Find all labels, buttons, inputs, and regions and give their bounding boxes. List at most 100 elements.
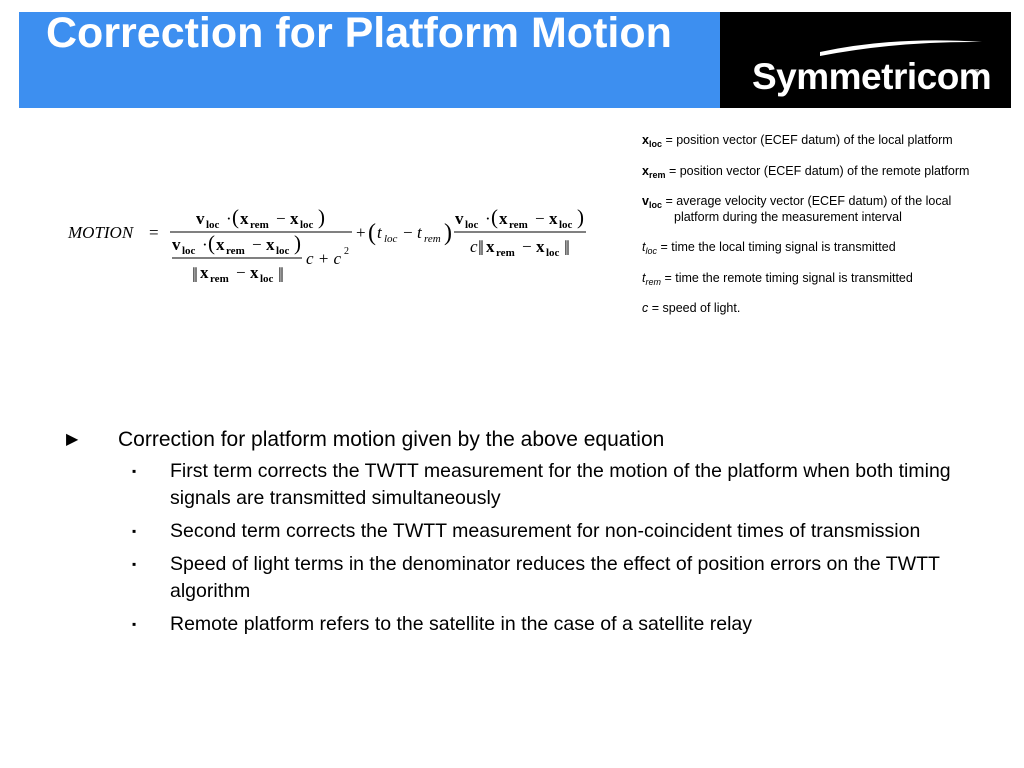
definition-item: xloc = position vector (ECEF datum) of t… — [642, 133, 972, 149]
eq-t: t — [417, 223, 423, 242]
definition-item: vloc = average velocity vector (ECEF dat… — [642, 194, 972, 225]
bullet-sub: ▪ Speed of light terms in the denominato… — [66, 551, 966, 605]
eq-x: x — [200, 263, 209, 282]
definition-text: = time the local timing signal is transm… — [657, 240, 896, 254]
eq-x: x — [499, 209, 508, 228]
eq-x: x — [486, 237, 495, 256]
eq-x: x — [216, 235, 225, 254]
eq-x: x — [266, 235, 275, 254]
logo-text: Symmetricom — [752, 56, 991, 97]
definition-symbol: x — [642, 163, 649, 178]
definition-symbol: v — [642, 194, 649, 208]
eq-equals: = — [149, 223, 159, 242]
eq-paren-open: ( — [368, 220, 376, 246]
definition-text: = average velocity vector (ECEF datum) o… — [661, 194, 952, 224]
bullet-main: ▶ Correction for platform motion given b… — [66, 426, 966, 454]
eq-sub-loc: loc — [546, 247, 560, 259]
slide-title: Correction for Platform Motion — [46, 9, 672, 57]
definition-item: c = speed of light. — [642, 301, 972, 317]
definition-item: trem = time the remote timing signal is … — [642, 271, 972, 287]
bullet-sub: ▪ First term corrects the TWTT measureme… — [66, 458, 966, 512]
eq-minus: − — [403, 223, 413, 242]
square-bullet-icon: ▪ — [132, 464, 137, 478]
eq-sub-loc: loc — [260, 273, 274, 285]
eq-minus: − — [236, 263, 246, 282]
eq-norm: ‖ — [192, 263, 198, 287]
eq-c-sum: c + c — [306, 249, 342, 268]
eq-minus: − — [252, 235, 262, 254]
eq-x: x — [250, 263, 259, 282]
eq-sub-loc: loc — [559, 219, 573, 231]
eq-x: x — [290, 209, 299, 228]
definition-subscript: loc — [645, 246, 657, 256]
eq-norm: ‖ — [278, 263, 284, 287]
eq-paren-close: ) — [444, 220, 452, 246]
definition-subscript: rem — [645, 276, 661, 287]
eq-sub-rem: rem — [496, 247, 515, 259]
bullet-sub-text: Second term corrects the TWTT measuremen… — [170, 520, 921, 542]
eq-sub-rem: rem — [210, 273, 229, 285]
definition-symbol: t — [642, 270, 646, 285]
bullet-list: ▶ Correction for platform motion given b… — [66, 426, 966, 644]
eq-plus: + — [356, 223, 366, 242]
eq-norm: ‖ — [564, 236, 570, 260]
definition-symbol: t — [642, 240, 646, 254]
eq-sub-rem: rem — [424, 233, 441, 245]
eq-minus: − — [276, 209, 286, 228]
eq-x: x — [240, 209, 249, 228]
eq-x: x — [536, 237, 545, 256]
eq-sub-loc: loc — [300, 219, 314, 231]
eq-v: v — [455, 209, 464, 228]
definition-subscript: rem — [648, 169, 666, 180]
eq-sub-loc: loc — [276, 245, 290, 257]
eq-dot: · — [202, 235, 208, 254]
eq-sub-rem: rem — [250, 219, 269, 231]
eq-paren-close: ) — [294, 231, 301, 255]
eq-sub-loc: loc — [182, 245, 196, 257]
definition-text: = time the remote timing signal is trans… — [660, 270, 913, 285]
logo-swoosh-icon — [820, 40, 982, 56]
eq-paren-close: ) — [577, 205, 584, 229]
square-bullet-icon: ▪ — [132, 557, 137, 571]
eq-sub-loc: loc — [465, 219, 479, 231]
triangle-bullet-icon: ▶ — [66, 431, 79, 448]
eq-sub-loc: loc — [384, 233, 398, 245]
bullet-main-text: Correction for platform motion given by … — [118, 428, 665, 451]
bullet-sub-text: Remote platform refers to the satellite … — [170, 613, 753, 635]
eq-sub-loc: loc — [206, 219, 220, 231]
eq-sub-rem: rem — [226, 245, 245, 257]
eq-c: c — [470, 237, 478, 256]
eq-paren-open: ( — [491, 205, 498, 229]
eq-lhs: MOTION — [67, 223, 135, 242]
bullet-sub-text: First term corrects the TWTT measurement… — [170, 460, 951, 509]
definition-symbol: c — [642, 301, 649, 315]
definition-text: = speed of light. — [648, 301, 741, 315]
bullet-sub: ▪ Second term corrects the TWTT measurem… — [66, 518, 966, 545]
eq-t: t — [377, 223, 383, 242]
definition-subscript: loc — [648, 139, 662, 149]
definition-item: xrem = position vector (ECEF datum) of t… — [642, 164, 972, 180]
bullet-sub-text: Speed of light terms in the denominator … — [170, 553, 940, 602]
eq-v: v — [172, 235, 181, 254]
bullet-sub: ▪ Remote platform refers to the satellit… — [66, 611, 966, 638]
motion-equation: MOTION = v loc · ( x rem − x loc ) v loc… — [66, 198, 606, 298]
eq-v: v — [196, 209, 205, 228]
eq-norm: ‖ — [478, 236, 484, 260]
square-bullet-icon: ▪ — [132, 524, 137, 538]
definition-subscript: loc — [648, 200, 662, 210]
eq-minus: − — [522, 237, 532, 256]
eq-x: x — [549, 209, 558, 228]
eq-exp: 2 — [344, 246, 349, 257]
symbol-definitions: xloc = position vector (ECEF datum) of t… — [642, 133, 972, 332]
definition-item: tloc = time the local timing signal is t… — [642, 240, 972, 256]
definition-text: = position vector (ECEF datum) of the re… — [665, 163, 970, 178]
eq-paren-open: ( — [208, 231, 215, 255]
eq-dot: · — [226, 209, 232, 228]
eq-paren-open: ( — [232, 205, 239, 229]
eq-dot: · — [485, 209, 491, 228]
square-bullet-icon: ▪ — [132, 617, 137, 631]
eq-minus: − — [535, 209, 545, 228]
company-logo: Symmetricom ® — [720, 12, 1011, 108]
definition-symbol: x — [642, 133, 649, 147]
title-bar — [19, 12, 720, 108]
